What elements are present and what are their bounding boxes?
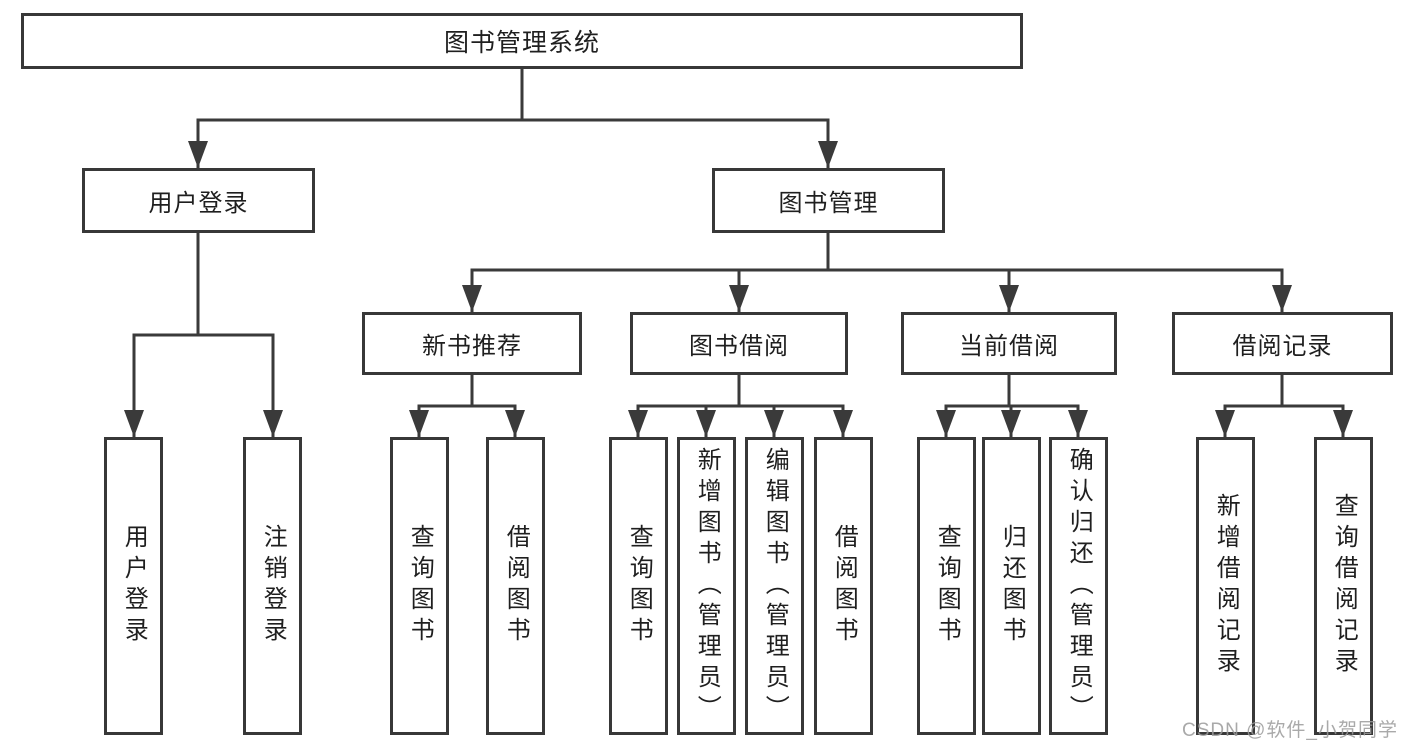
node-borrowing-records: 借阅记录 (1172, 312, 1393, 375)
leaf-borrowing-edit-books-admin: 编辑图书（管理员） (745, 437, 804, 735)
leaf-borrowing-borrow-books-label: 借阅图书 (830, 524, 858, 648)
node-book-management-label: 图书管理 (778, 190, 879, 217)
leaf-recommend-borrow-books: 借阅图书 (486, 437, 545, 735)
leaf-current-confirm-return-admin: 确认归还（管理员） (1049, 437, 1108, 735)
leaf-current-query-books-label: 查询图书 (933, 524, 961, 648)
leaf-records-add-borrow-record: 新增借阅记录 (1196, 437, 1255, 735)
node-current-borrowing: 当前借阅 (901, 312, 1117, 375)
leaf-borrowing-edit-books-admin-label: 编辑图书（管理员） (761, 446, 789, 726)
arrowheads (124, 141, 1353, 437)
leaf-current-return-books: 归还图书 (982, 437, 1041, 735)
node-root-label: 图书管理系统 (443, 29, 600, 57)
leaf-borrowing-query-books-label: 查询图书 (625, 524, 653, 648)
leaf-records-add-borrow-record-label: 新增借阅记录 (1212, 493, 1240, 679)
leaf-user-login: 用户登录 (104, 437, 163, 735)
leaf-records-query-borrow-record-label: 查询借阅记录 (1330, 493, 1358, 679)
leaf-records-query-borrow-record: 查询借阅记录 (1314, 437, 1373, 735)
leaf-logout-label: 注销登录 (259, 524, 287, 648)
node-user-login: 用户登录 (82, 168, 315, 233)
leaf-logout: 注销登录 (243, 437, 302, 735)
node-user-login-label: 用户登录 (148, 190, 249, 217)
leaf-user-login-label: 用户登录 (120, 524, 148, 648)
csdn-watermark: CSDN @软件_小贺同学 (1182, 720, 1398, 741)
leaf-current-confirm-return-admin-label: 确认归还（管理员） (1065, 446, 1093, 726)
leaf-borrowing-add-books-admin-label: 新增图书（管理员） (693, 446, 721, 726)
node-new-book-recommendation: 新书推荐 (362, 312, 582, 375)
node-new-book-recommendation-label: 新书推荐 (422, 333, 522, 360)
leaf-borrowing-add-books-admin: 新增图书（管理员） (677, 437, 736, 735)
leaf-current-return-books-label: 归还图书 (998, 524, 1026, 648)
leaf-recommend-query-books-label: 查询图书 (406, 524, 434, 648)
connector-paths (132, 69, 1345, 437)
node-current-borrowing-label: 当前借阅 (959, 333, 1059, 360)
node-root-system: 图书管理系统 (21, 13, 1023, 69)
leaf-borrowing-query-books: 查询图书 (609, 437, 668, 735)
leaf-borrowing-borrow-books: 借阅图书 (814, 437, 873, 735)
node-book-management: 图书管理 (712, 168, 945, 233)
leaf-recommend-borrow-books-label: 借阅图书 (502, 524, 530, 648)
leaf-current-query-books: 查询图书 (917, 437, 976, 735)
leaf-recommend-query-books: 查询图书 (390, 437, 449, 735)
node-borrowing-records-label: 借阅记录 (1232, 333, 1333, 360)
node-book-borrowing: 图书借阅 (630, 312, 848, 375)
node-book-borrowing-label: 图书借阅 (689, 333, 789, 360)
